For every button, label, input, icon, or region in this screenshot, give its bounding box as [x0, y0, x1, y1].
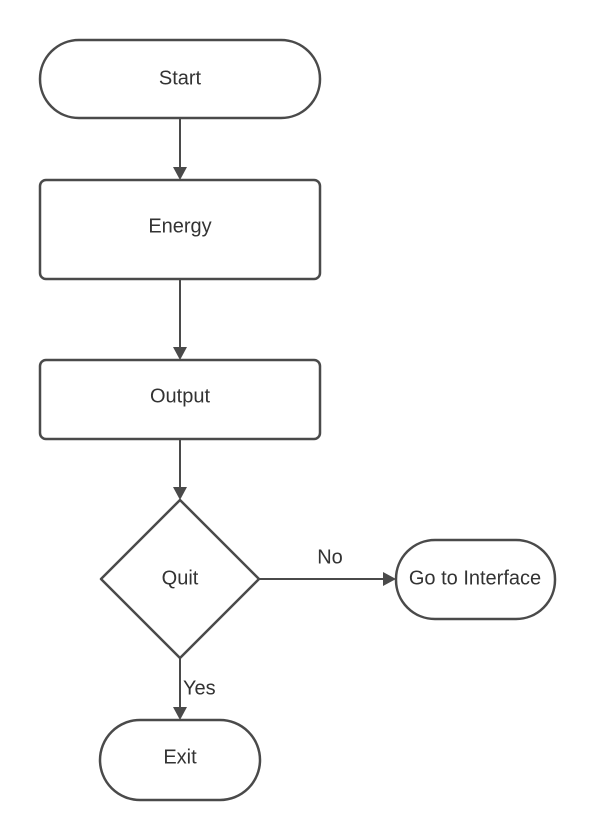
start-label: Start: [159, 67, 202, 89]
quit-decision-node[interactable]: Quit: [99, 498, 261, 660]
no-edge-label: No: [317, 546, 343, 568]
yes-edge-label: Yes: [183, 677, 216, 699]
start-node[interactable]: Start: [38, 38, 322, 120]
go-to-interface-label: Go to Interface: [409, 567, 541, 589]
arrow-quit-interface: [259, 572, 396, 586]
arrow-start-energy: [173, 118, 187, 180]
go-to-interface-node[interactable]: Go to Interface: [394, 538, 557, 621]
exit-label: Exit: [163, 746, 197, 768]
arrow-quit-exit: [173, 658, 187, 720]
output-label: Output: [150, 385, 210, 407]
output-node[interactable]: Output: [38, 358, 322, 441]
energy-node[interactable]: Energy: [38, 178, 322, 281]
arrow-energy-output: [173, 279, 187, 360]
energy-label: Energy: [148, 215, 211, 237]
quit-label: Quit: [162, 567, 199, 589]
arrow-output-quit: [173, 439, 187, 500]
exit-node[interactable]: Exit: [98, 718, 262, 802]
